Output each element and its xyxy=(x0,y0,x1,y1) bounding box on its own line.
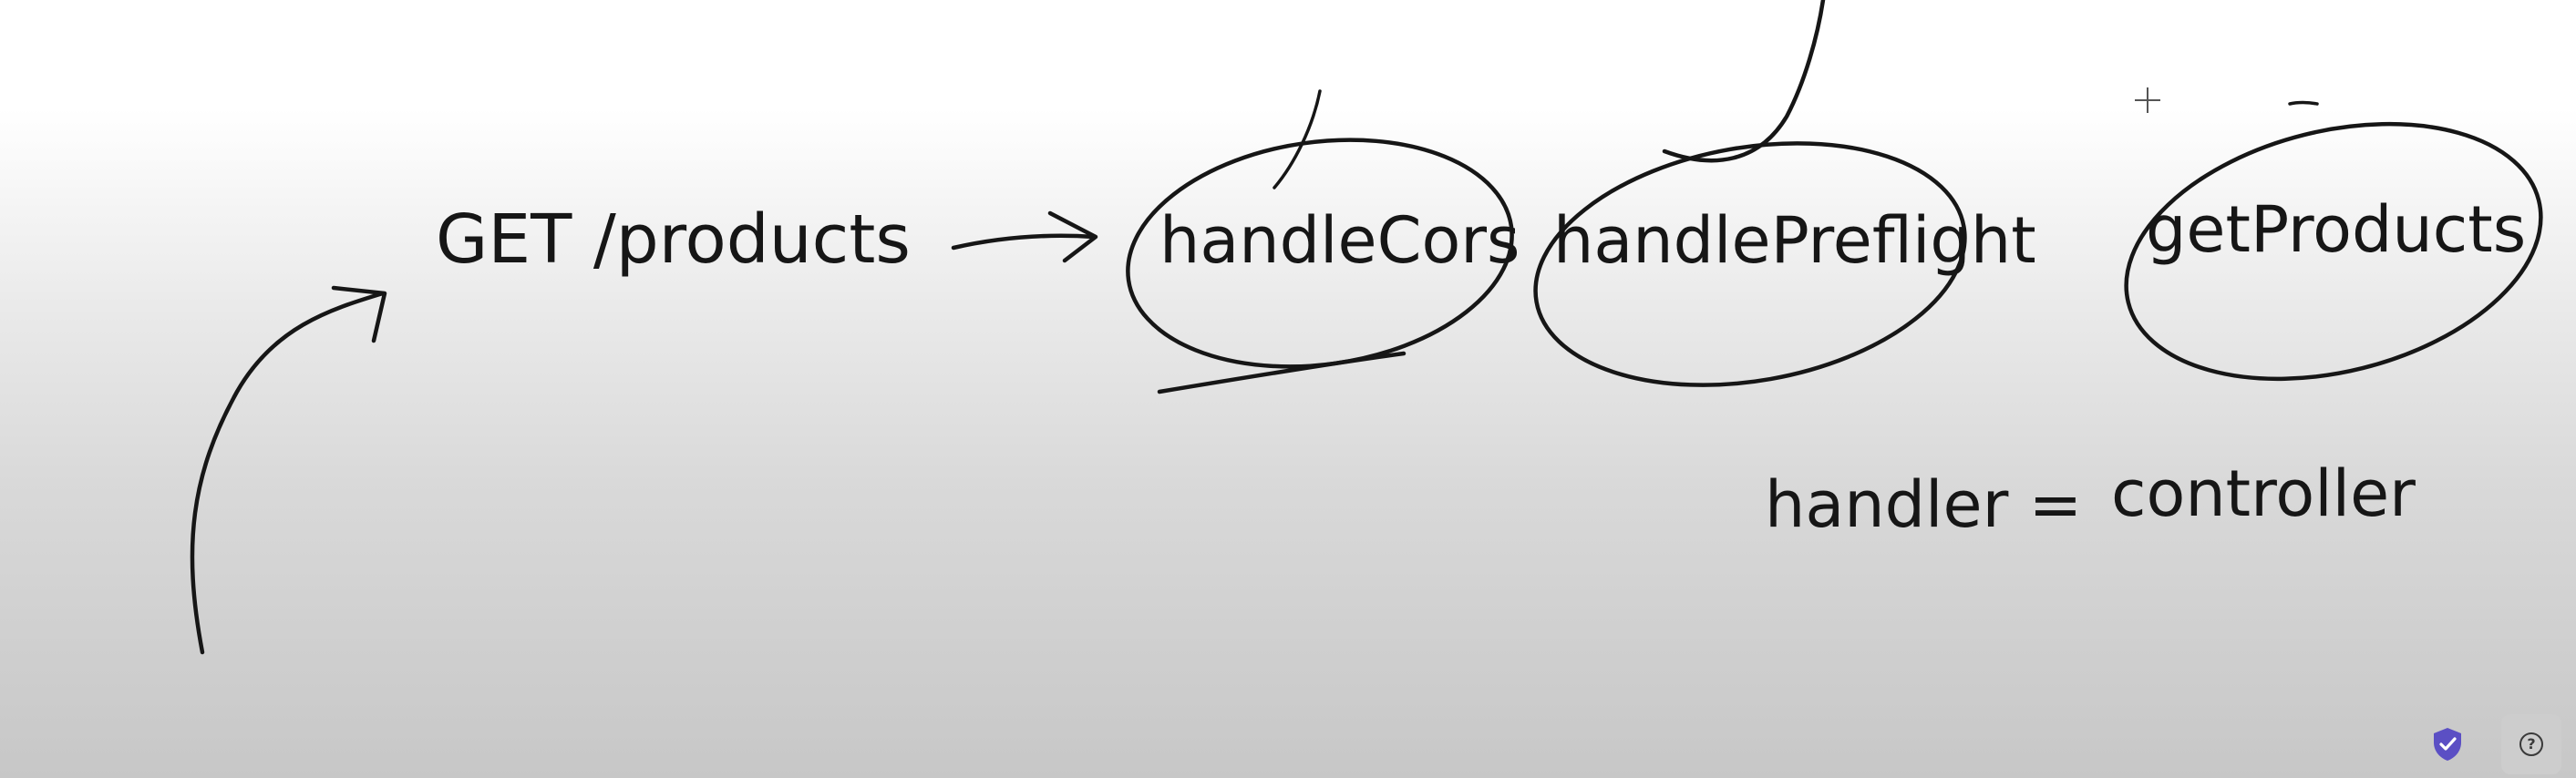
request-label: GET /products xyxy=(436,200,911,279)
request-arrow-head xyxy=(1047,210,1098,263)
handler-cors-label: handleCors xyxy=(1159,203,1520,278)
handler-products-tick xyxy=(2288,100,2319,106)
crosshair-cursor-icon xyxy=(2135,87,2160,113)
help-button[interactable]: ? xyxy=(2501,714,2561,774)
equation-right: controller xyxy=(2111,456,2416,531)
handler-products-circle xyxy=(2124,121,2543,382)
shield-check-icon xyxy=(2434,728,2461,761)
curved-arrow-head xyxy=(331,285,387,343)
handler-preflight-circle xyxy=(1533,141,1967,387)
equation-left: handler = xyxy=(1765,467,2082,542)
handler-preflight-label: handlePreflight xyxy=(1553,203,2036,278)
handler-cors-tick xyxy=(1273,89,1322,189)
handler-products-label: getProducts xyxy=(2146,192,2526,267)
shield-check-button[interactable] xyxy=(2425,722,2470,767)
curved-arrow xyxy=(190,291,386,655)
handler-cors-underline xyxy=(1157,351,1406,394)
help-icon: ? xyxy=(2519,732,2543,756)
request-arrow xyxy=(951,233,1097,251)
handler-preflight-arrow xyxy=(1662,0,1826,163)
